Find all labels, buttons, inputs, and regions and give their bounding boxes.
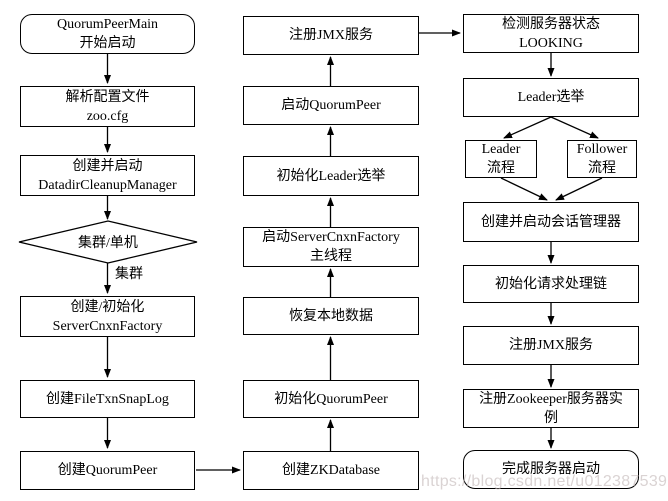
node-check-server-state-looking: 检测服务器状态 LOOKING — [463, 14, 639, 53]
node-datadir-cleanup-manager: 创建并启动 DatadirCleanupManager — [20, 155, 195, 196]
node-init-quorum-peer: 初始化QuorumPeer — [243, 380, 419, 418]
node-restore-local-data: 恢复本地数据 — [243, 297, 419, 335]
node-create-session-manager: 创建并启动会话管理器 — [463, 202, 639, 242]
node-quorumpeermain-start: QuorumPeerMain 开始启动 — [20, 14, 195, 54]
arrow-follower-flow-to-session-manager — [555, 177, 603, 201]
node-init-request-chain: 初始化请求处理链 — [463, 265, 639, 303]
node-start-quorum-peer: 启动QuorumPeer — [243, 86, 419, 125]
arrow-leader-flow-to-session-manager — [500, 177, 548, 201]
node-init-leader-election: 初始化Leader选举 — [243, 156, 419, 196]
branch-label-cluster: 集群 — [115, 267, 143, 282]
node-create-zk-database: 创建ZKDatabase — [243, 451, 419, 490]
node-finish-server-startup: 完成服务器启动 — [463, 450, 639, 489]
node-create-file-txn-snap-log: 创建FileTxnSnapLog — [20, 380, 195, 418]
node-parse-config: 解析配置文件 zoo.cfg — [20, 86, 195, 127]
node-register-jmx-service-mid: 注册JMX服务 — [243, 16, 419, 55]
cluster-check-diamond-shape — [18, 220, 198, 264]
node-register-zookeeper-instance: 注册Zookeeper服务器实 例 — [463, 389, 639, 428]
node-register-jmx-service-right: 注册JMX服务 — [463, 326, 639, 365]
node-create-quorum-peer: 创建QuorumPeer — [20, 451, 195, 490]
node-create-server-cnxn-factory: 创建/初始化 ServerCnxnFactory — [20, 296, 195, 337]
node-leader-flow: Leader 流程 — [465, 140, 537, 178]
arrow-election-to-leader-flow — [503, 116, 552, 139]
node-follower-flow: Follower 流程 — [567, 140, 637, 178]
node-leader-election: Leader选举 — [463, 78, 639, 117]
node-cluster-check-label: 集群/单机 — [78, 236, 138, 251]
node-start-server-cnxn-factory-mainthread: 启动ServerCnxnFactory 主线程 — [243, 227, 419, 267]
arrow-election-to-follower-flow — [550, 116, 599, 139]
